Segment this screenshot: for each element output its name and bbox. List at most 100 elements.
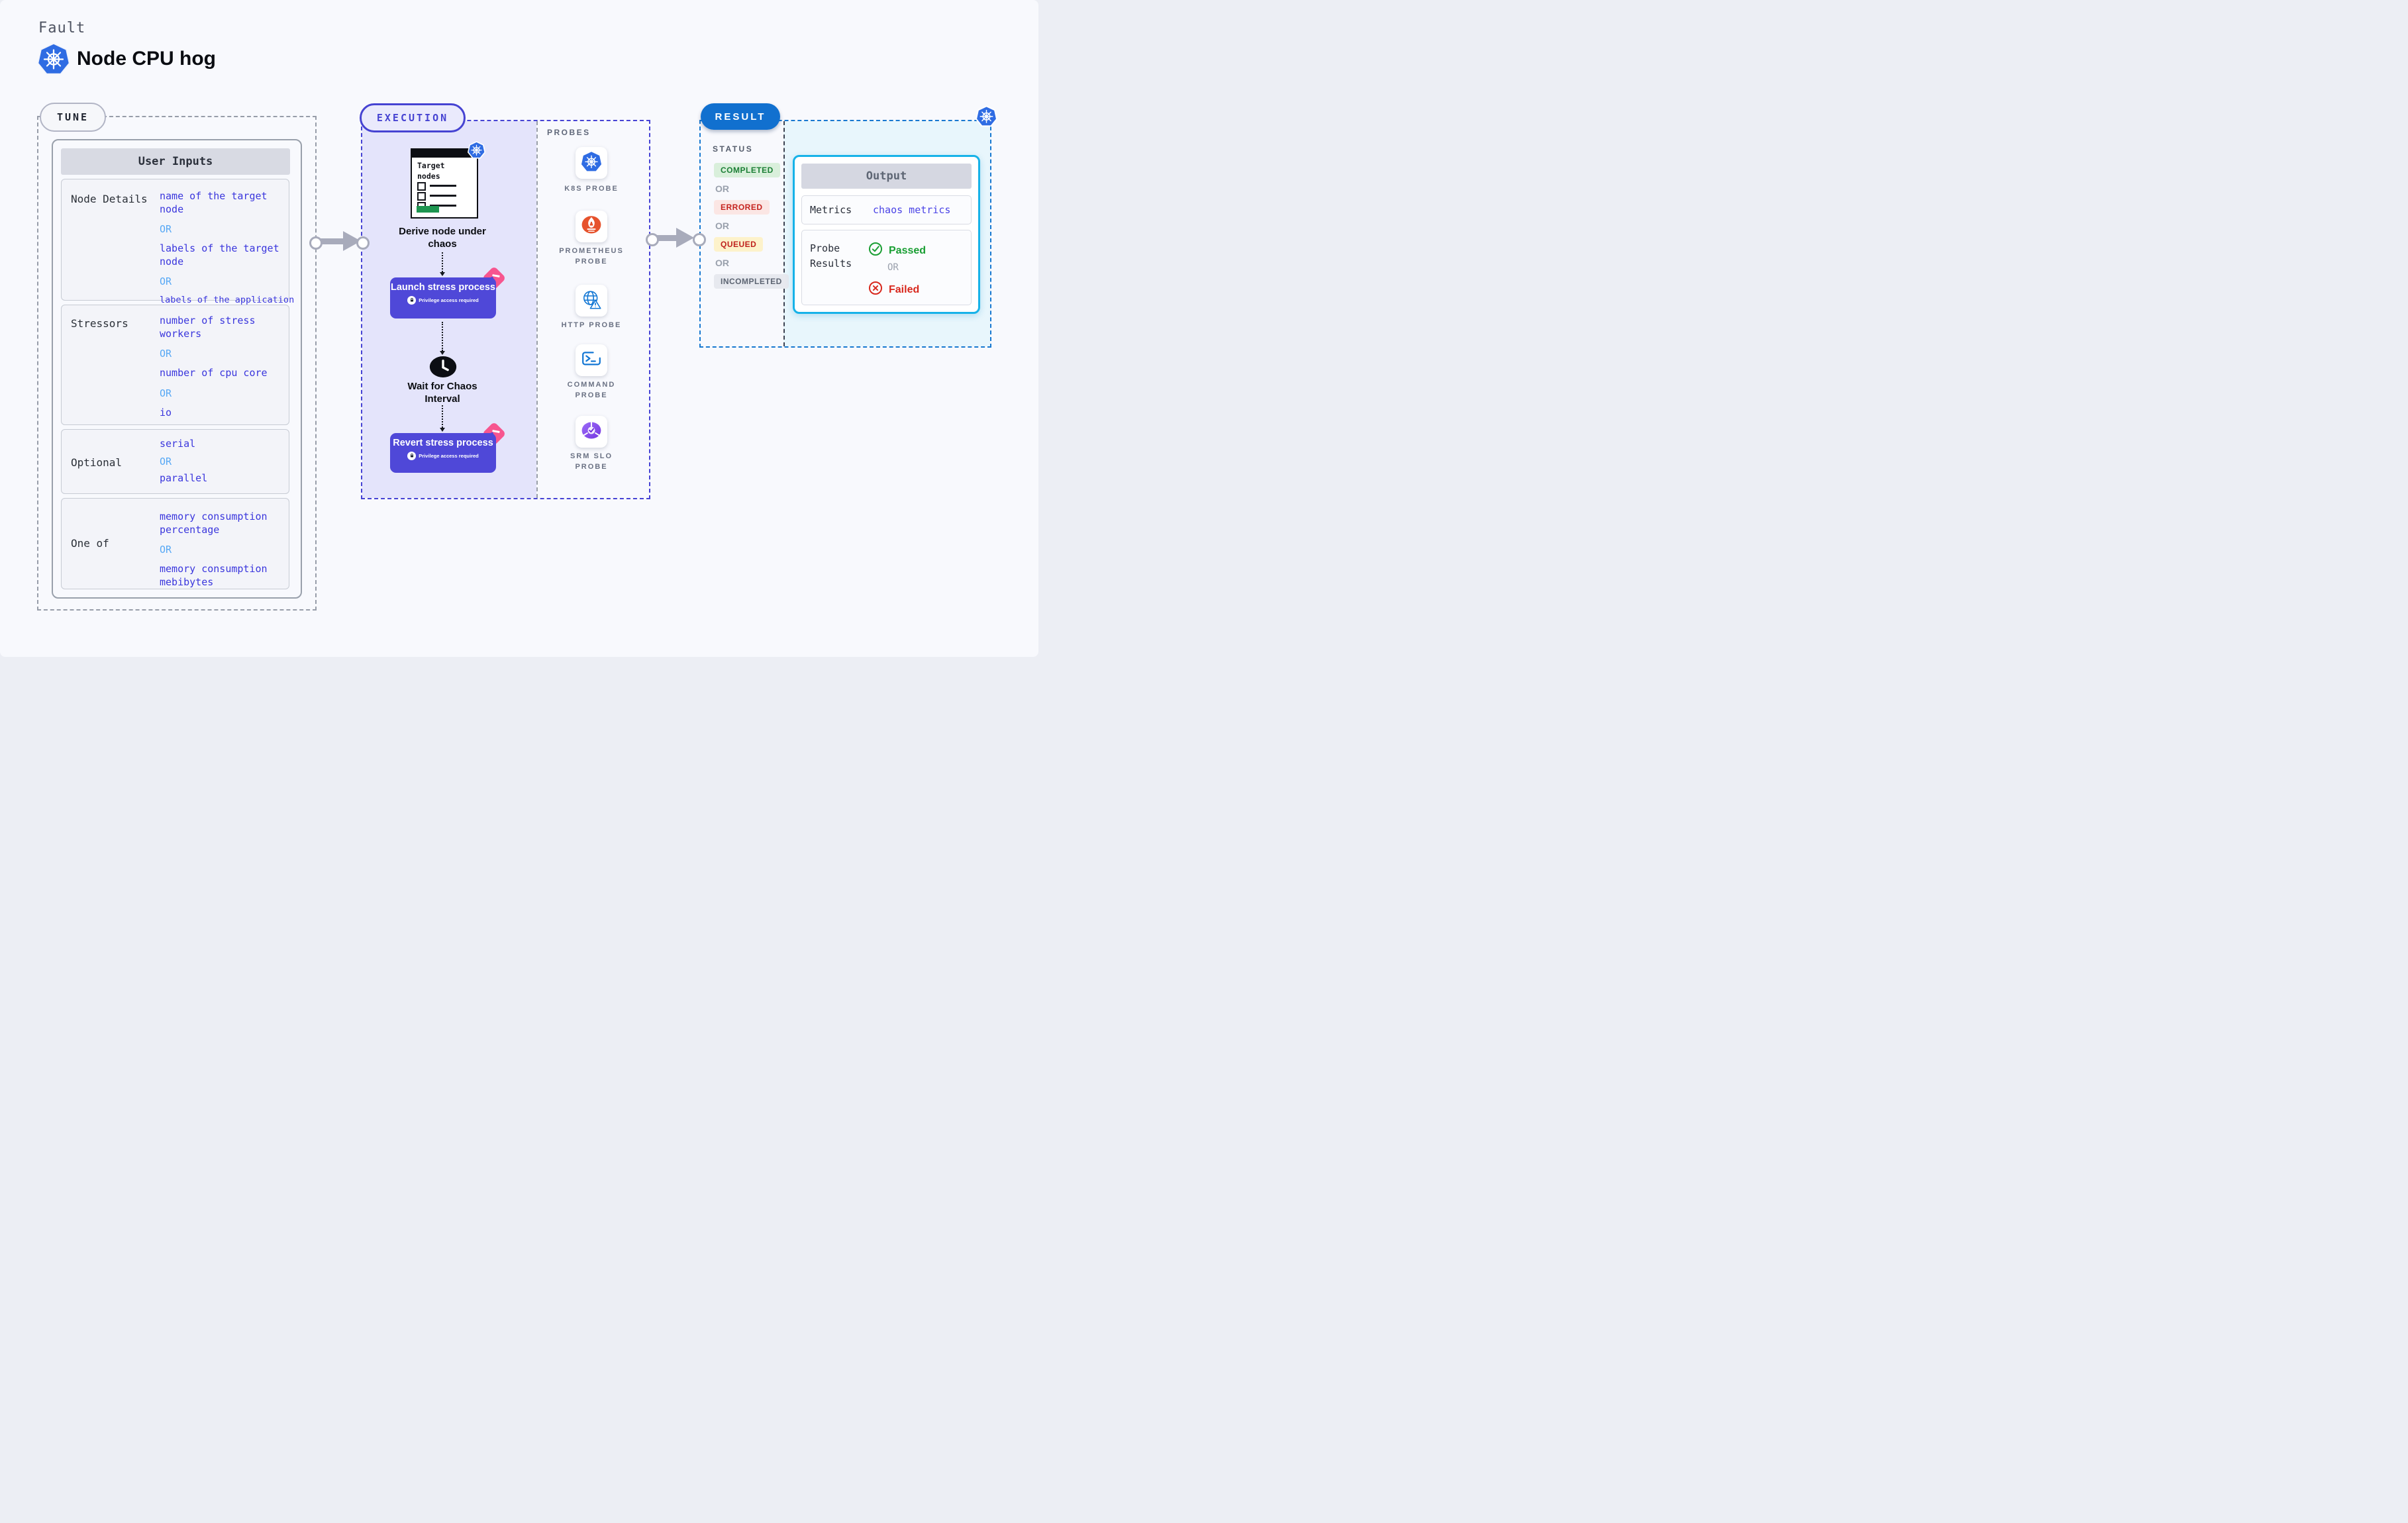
or-separator: OR	[160, 544, 172, 556]
list-line	[430, 195, 456, 197]
connector-ring-icon	[693, 233, 706, 246]
row-label: Node Details	[71, 193, 148, 205]
result-pill: RESULT	[701, 103, 780, 130]
input-option: io	[160, 406, 172, 418]
metrics-row: Metrics chaos metrics	[801, 195, 972, 224]
or-separator: OR	[160, 275, 172, 287]
probe-label: PROMETHEUS PROBE	[559, 247, 624, 266]
row-label: Stressors	[71, 317, 128, 330]
or-separator: OR	[160, 387, 172, 399]
output-panel: Output Metrics chaos metrics Probe Resul…	[793, 155, 980, 314]
kubernetes-icon	[37, 42, 70, 75]
status-badge-completed: COMPLETED	[714, 163, 780, 177]
diagram-canvas: Fault Node CPU hog TUNE User Inputs Node…	[0, 0, 1038, 657]
check-circle-icon	[868, 242, 883, 260]
connector-arrow-icon	[440, 351, 445, 355]
srm-slo-probe-card	[576, 416, 607, 448]
launch-stress-node: Launch stress process Privilege access r…	[390, 277, 496, 319]
revert-stress-label: Revert stress process	[393, 438, 493, 448]
connector-ring-icon	[356, 236, 370, 250]
input-row-node-details: Node Details name of the target node OR …	[61, 179, 294, 317]
or-separator: OR	[715, 221, 729, 231]
or-separator: OR	[160, 223, 172, 235]
target-nodes-card: Target nodes	[411, 141, 486, 219]
flow-arrowhead-icon	[676, 228, 694, 248]
terminal-icon	[581, 348, 602, 373]
input-row-one-of: One of memory consumption percentage OR …	[61, 498, 289, 589]
connector-arrow-icon	[440, 272, 445, 276]
k8s-probe-card	[576, 147, 607, 179]
card-titlebar	[412, 150, 477, 158]
privilege-note: Privilege access required	[419, 297, 479, 303]
kubernetes-icon	[467, 141, 486, 159]
passed-label: Passed	[889, 244, 927, 256]
connector-ring-icon	[646, 233, 659, 246]
input-option: number of cpu core	[160, 367, 268, 379]
page-title: Node CPU hog	[77, 48, 216, 70]
prometheus-probe-card	[576, 211, 607, 242]
globe-warning-icon	[581, 289, 602, 313]
lock-icon	[407, 451, 417, 460]
http-probe-card	[576, 285, 607, 317]
status-badges: COMPLETED OR ERRORED OR QUEUED OR INCOMP…	[714, 163, 789, 295]
checkbox-icon	[417, 182, 426, 191]
launch-stress-label: Launch stress process	[391, 282, 495, 293]
status-badge-incompleted: INCOMPLETED	[714, 274, 789, 289]
dotted-connector	[442, 405, 443, 428]
command-probe-card	[576, 344, 607, 376]
x-circle-icon	[868, 281, 883, 299]
flow-arrow	[652, 235, 679, 241]
status-badge-errored: ERRORED	[714, 200, 770, 215]
dotted-connector	[442, 252, 443, 272]
status-label: STATUS	[713, 144, 754, 154]
probe-results-row: Probe Results Passed OR Failed	[801, 230, 972, 305]
privilege-note: Privilege access required	[419, 452, 479, 459]
result-divider	[783, 121, 785, 346]
input-option: memory consumption percentage	[160, 511, 268, 536]
revert-stress-node: Revert stress process Privilege access r…	[390, 433, 496, 473]
flow-arrow	[317, 238, 346, 244]
gauge-check-icon	[581, 420, 602, 444]
input-row-optional: Optional serial OR parallel	[61, 429, 289, 494]
probes-label: PROBES	[547, 128, 591, 137]
or-separator: OR	[715, 183, 729, 194]
wait-interval-label: Wait for Chaos Interval	[407, 381, 477, 405]
row-label: One of	[71, 537, 109, 550]
probe-label: SRM SLO PROBE	[570, 452, 613, 471]
user-inputs-title: User Inputs	[61, 148, 290, 175]
probe-results-label: Probe Results	[810, 242, 852, 270]
or-separator: OR	[715, 258, 729, 268]
or-separator: OR	[160, 455, 172, 467]
execution-pill: EXECUTION	[360, 103, 466, 132]
user-inputs-panel: User Inputs Node Details name of the tar…	[52, 139, 302, 599]
prometheus-icon	[581, 215, 602, 239]
list-line	[430, 185, 456, 187]
input-option: labels of the target node	[160, 242, 279, 268]
kubernetes-icon	[581, 151, 602, 175]
metrics-value: chaos metrics	[873, 204, 951, 216]
tune-section-box	[37, 116, 317, 611]
dotted-connector	[442, 322, 443, 351]
checkbox-icon	[417, 192, 426, 201]
status-badge-queued: QUEUED	[714, 237, 764, 252]
or-separator: OR	[160, 348, 172, 360]
clock-icon	[429, 356, 457, 378]
probe-label: COMMAND PROBE	[567, 381, 616, 399]
output-title: Output	[801, 164, 972, 189]
probes-divider	[536, 121, 538, 498]
input-option: memory consumption mebibytes	[160, 563, 268, 588]
input-option: name of the target node	[160, 190, 268, 215]
input-option: parallel	[160, 471, 208, 484]
probe-label: K8S PROBE	[564, 185, 619, 193]
lock-icon	[407, 295, 417, 305]
input-row-stressors: Stressors number of stress workers OR nu…	[61, 305, 289, 425]
connector-arrow-icon	[440, 428, 445, 432]
derive-node-label: Derive node under chaos	[399, 226, 486, 250]
connector-ring-icon	[309, 236, 323, 250]
row-label: Optional	[71, 456, 123, 469]
or-separator: OR	[887, 262, 899, 273]
tune-pill: TUNE	[40, 103, 106, 132]
kubernetes-icon	[975, 105, 998, 127]
target-nodes-title: Target nodes	[417, 161, 445, 181]
list-line	[430, 205, 456, 207]
